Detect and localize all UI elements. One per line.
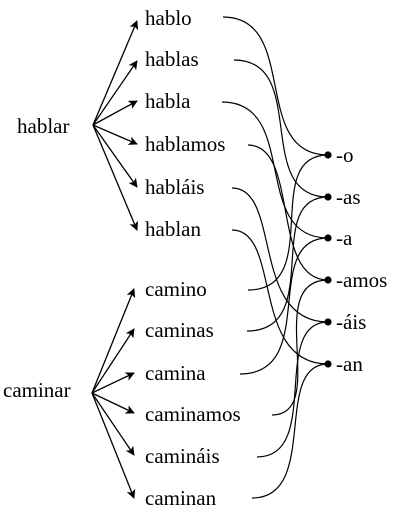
arrow-caminar-to-caminas: [91, 328, 135, 394]
form-hablo: hablo: [145, 6, 192, 30]
infinitive-hablar: hablar: [17, 114, 69, 138]
arrow-caminar-to-caminamos: [91, 392, 135, 414]
connector-hablo-to-o: [222, 16, 329, 156]
ending-node-amos: [324, 276, 332, 284]
ending-node-ais: [324, 318, 332, 326]
connector-hablas-to-as: [233, 59, 329, 198]
arrow-hablar-to-hablamos: [92, 124, 138, 145]
form-hablamos: hablamos: [145, 132, 225, 156]
connector-camina-to-a: [239, 237, 329, 375]
ending-ais: -áis: [336, 310, 366, 334]
form-caminamos: caminamos: [145, 402, 241, 426]
arrow-hablar-to-hablas: [92, 60, 138, 126]
ending-a: -a: [336, 226, 353, 250]
arrow-hablar-to-hablais: [92, 124, 138, 188]
form-camina: camina: [145, 361, 206, 385]
connector-caminan-to-an: [251, 363, 329, 499]
connector-habla-to-a: [221, 101, 329, 239]
form-hablan: hablan: [145, 217, 201, 241]
connector-caminamos-to-amos: [271, 279, 329, 416]
connector-caminais-to-ais: [256, 321, 329, 458]
ending-an: -an: [336, 352, 363, 376]
ending-connectors: [221, 16, 329, 499]
form-hablais: habláis: [145, 175, 204, 199]
ending-as: -as: [336, 185, 361, 209]
ending-amos: -amos: [336, 268, 387, 292]
verb-group-hablar: hablar hablo hablas habla hablamos hablá…: [17, 6, 225, 241]
form-caminas: caminas: [145, 318, 214, 342]
form-caminan: caminan: [145, 486, 217, 510]
form-camino: camino: [145, 277, 207, 301]
arrow-caminar-to-caminan: [91, 392, 136, 499]
connector-hablan-to-an: [231, 229, 329, 365]
ending-node-as: [324, 193, 332, 201]
connector-caminas-to-as: [246, 196, 329, 332]
form-caminais: camináis: [145, 444, 220, 468]
ending-o: -o: [336, 143, 354, 167]
connector-hablais-to-ais: [231, 187, 329, 323]
form-hablas: hablas: [145, 47, 199, 71]
arrow-caminar-to-camina: [91, 372, 135, 394]
arrow-hablar-to-habla: [92, 100, 138, 126]
endings-column: -o -as -a -amos -áis -an: [324, 143, 387, 376]
form-habla: habla: [145, 89, 191, 113]
ending-node-a: [324, 234, 332, 242]
connector-hablamos-to-amos: [247, 144, 329, 281]
verb-group-caminar: caminar camino caminas camina caminamos …: [3, 277, 241, 510]
arrow-caminar-to-camino: [91, 288, 136, 394]
connector-camino-to-o: [247, 154, 329, 291]
ending-node-o: [324, 151, 332, 159]
arrow-hablar-to-hablo: [92, 20, 138, 126]
ending-node-an: [324, 360, 332, 368]
arrow-caminar-to-caminais: [91, 392, 135, 456]
infinitive-caminar: caminar: [3, 378, 71, 402]
arrow-hablar-to-hablan: [92, 124, 139, 231]
